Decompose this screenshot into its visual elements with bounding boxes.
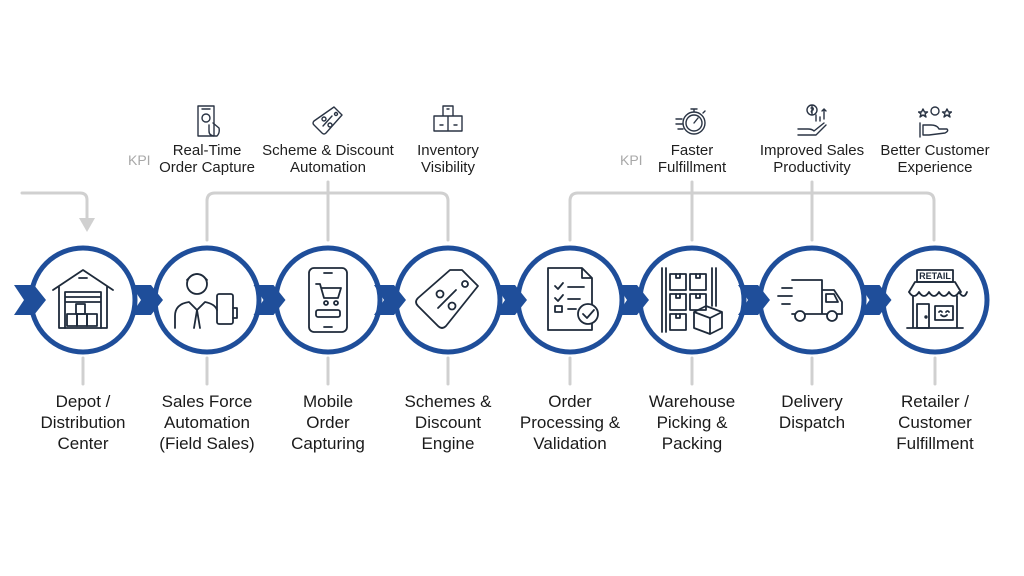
step-label-line: Distribution [40,413,126,432]
kpi-bracket-right [568,191,936,242]
step-circle [637,245,747,355]
feed-in-connector [20,191,89,222]
kpi-label-line: Improved Sales [759,142,865,159]
step-circle [273,245,383,355]
step-label-line: Dispatch [778,413,846,432]
step-circle [880,245,990,355]
step-label-line: Depot / [55,392,111,411]
step-circle [515,245,625,355]
kpi-label-line: Scheme & Discount [262,142,394,159]
stopwatch-icon [675,108,706,135]
kpi-label-line: Automation [290,159,366,176]
connectors [20,180,937,386]
step-circle [757,245,867,355]
kpi-tag: KPI [128,152,151,168]
customer-stars-hand-icon [918,106,952,138]
flow-arrow-icon [131,285,163,315]
step-label-line: Validation [533,434,607,453]
hand-growth-dollar-icon [797,104,827,136]
flow-arrow-icon [738,285,770,315]
mobile-touch-gear-icon [197,105,220,137]
kpi-label-line: Experience [897,159,973,176]
salesperson-phone-icon [174,273,238,329]
step-circle [152,245,262,355]
kpi-label-line: Productivity [773,159,851,176]
step-label-line: Picking & [656,413,728,432]
step-circle [28,245,138,355]
step-label-line: Processing & [519,413,621,432]
kpi-label-line: Inventory [417,142,479,159]
kpi-tag: KPI [620,152,643,168]
step-label-line: Schemes & [404,392,492,411]
mobile-cart-icon [308,267,348,333]
delivery-truck-icon [777,279,843,322]
step-label-line: Center [57,434,109,453]
step-label-line: Delivery [781,392,843,411]
step-label-line: Packing [661,434,723,453]
flow-arrow-icon [859,285,892,315]
step-label-line: Engine [421,434,475,453]
checklist-document-icon [547,267,599,331]
step-label-line: (Field Sales) [159,434,255,453]
step-label-line: Fulfillment [896,434,974,453]
step-label-line: Order [548,392,592,411]
step-label-line: Automation [164,413,250,432]
flow-arrow-icon [253,285,286,315]
kpi-label-line: Visibility [421,159,475,176]
flow-arrow-icon [495,285,527,315]
feed-in-arrowhead [79,218,95,232]
kpi-label-line: Fulfillment [657,159,727,176]
kpi-label-line: Faster [670,142,714,159]
step-label-line: Sales Force [161,392,253,411]
warehouse-icon [52,269,114,329]
step-label-line: Customer [898,413,972,432]
discount-tag-icon [312,106,343,135]
kpi-label-line: Better Customer [880,142,990,159]
kpi-label-line: Order Capture [159,159,255,176]
flow-arrow-icon [374,285,406,315]
flow-arrow-icon [617,285,649,315]
entry-arrow-icon [14,285,46,315]
step-label-line: Warehouse [648,392,736,411]
step-label-line: Mobile [302,392,354,411]
shelf-boxes-icon [661,267,723,335]
step-label-line: Retailer / [900,392,970,411]
retail-sign-text: RETAIL [919,271,951,281]
kpi-label-line: Real-Time [172,142,242,159]
stacked-boxes-icon [433,105,463,132]
step-label-line: Order [306,413,350,432]
retail-store-icon: RETAIL [906,269,968,329]
percent-tag-icon [415,269,479,329]
step-label-line: Capturing [291,434,365,453]
step-label-line: Discount [414,413,482,432]
step-circle [393,245,503,355]
